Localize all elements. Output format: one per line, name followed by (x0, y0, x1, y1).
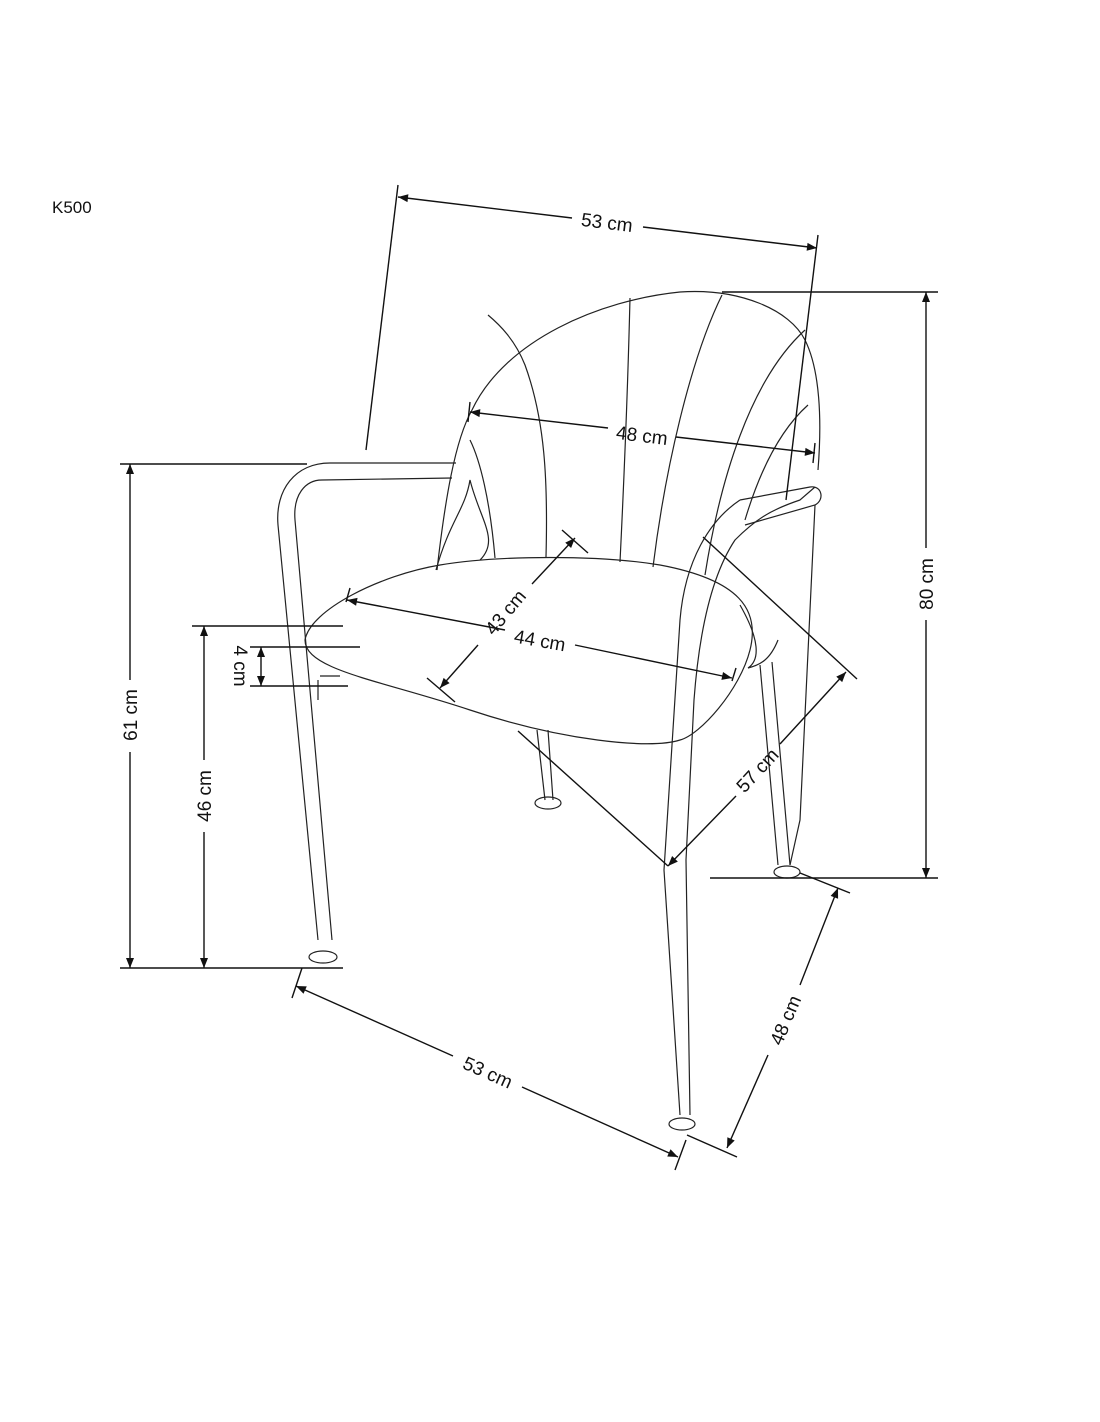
dim-armrest-height-label: 61 cm (121, 689, 142, 741)
dim-base-depth-label: 48 cm (767, 993, 807, 1049)
dim-base-width: 53 cm (291, 967, 687, 1171)
dim-seat-width-label: 44 cm (512, 627, 567, 657)
dim-back-width: 48 cm (467, 401, 816, 464)
dim-seat-height-label: 46 cm (195, 770, 216, 822)
dim-armrest-height: 61 cm (120, 463, 343, 969)
dim-seat-width: 44 cm (345, 587, 737, 682)
dim-diagonal-depth-label: 57 cm (733, 745, 784, 797)
dim-height-total: 80 cm (710, 291, 938, 879)
dim-top-width: 53 cm (365, 184, 819, 501)
dim-top-width-label: 53 cm (580, 210, 634, 237)
dim-base-width-label: 53 cm (459, 1053, 515, 1093)
dim-base-depth: 48 cm (686, 872, 851, 1158)
dim-back-width-label: 48 cm (615, 423, 669, 450)
dim-seat-thickness: 4 cm (229, 645, 360, 687)
dim-seat-thickness-label: 4 cm (229, 645, 250, 686)
chair-outline (277, 290, 822, 1131)
model-label: K500 (52, 198, 92, 217)
dim-height-total-label: 80 cm (917, 558, 938, 610)
dim-seat-depth: 43 cm (426, 529, 589, 703)
dim-seat-height: 46 cm (192, 625, 343, 968)
